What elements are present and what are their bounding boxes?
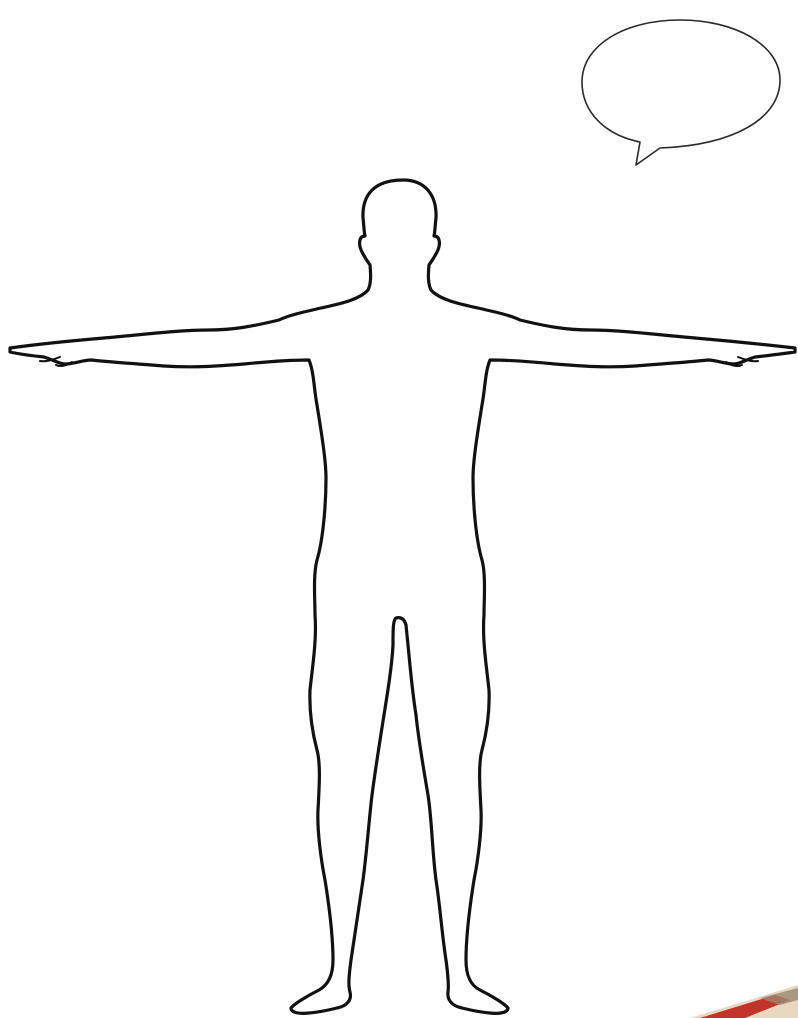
speech-bubble-shape	[582, 20, 780, 165]
torn-paper-corner-icon	[690, 985, 798, 1018]
human-figure	[10, 180, 795, 1013]
body-silhouette	[10, 180, 795, 1013]
speech-bubble	[582, 20, 780, 165]
